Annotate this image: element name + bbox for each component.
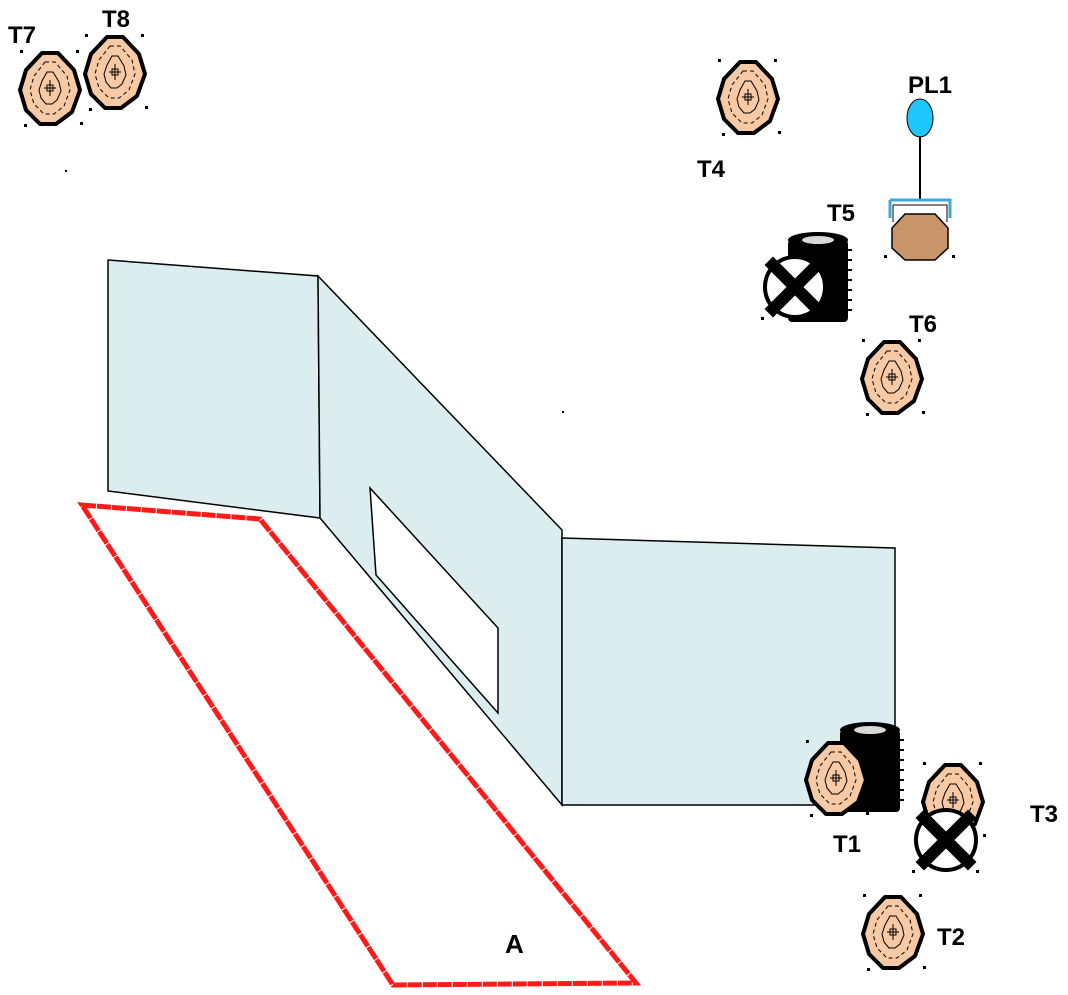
paper-target-icon: [860, 337, 927, 418]
target-t6-label: T6: [909, 311, 937, 338]
wall-diagonal-panel: [317, 274, 563, 808]
target-t7-label: T7: [8, 22, 36, 49]
paper-target-icon: [83, 32, 150, 113]
paper-target-icon: [18, 48, 85, 129]
target-t8-label: T8: [102, 6, 130, 33]
wall-left-panel: [107, 259, 321, 519]
no-shoot-x-icon: [761, 257, 828, 320]
target-t1-label: T1: [833, 831, 861, 858]
paper-target-icon: [716, 57, 783, 138]
target-t4-label: T4: [697, 156, 726, 183]
no-shoot-x-icon: [912, 810, 979, 873]
shooting-area-a: [77, 502, 642, 988]
target-t2-label: T2: [937, 924, 965, 951]
target-t3-label: T3: [1030, 801, 1058, 828]
paper-target-icon: [861, 892, 928, 973]
plate-rack-pl1-label: PL1: [908, 72, 952, 99]
target-t5-label: T5: [827, 200, 855, 227]
window-port: [369, 485, 499, 715]
plate-rack-icon: [884, 98, 955, 261]
area-a-label: A: [505, 929, 524, 959]
